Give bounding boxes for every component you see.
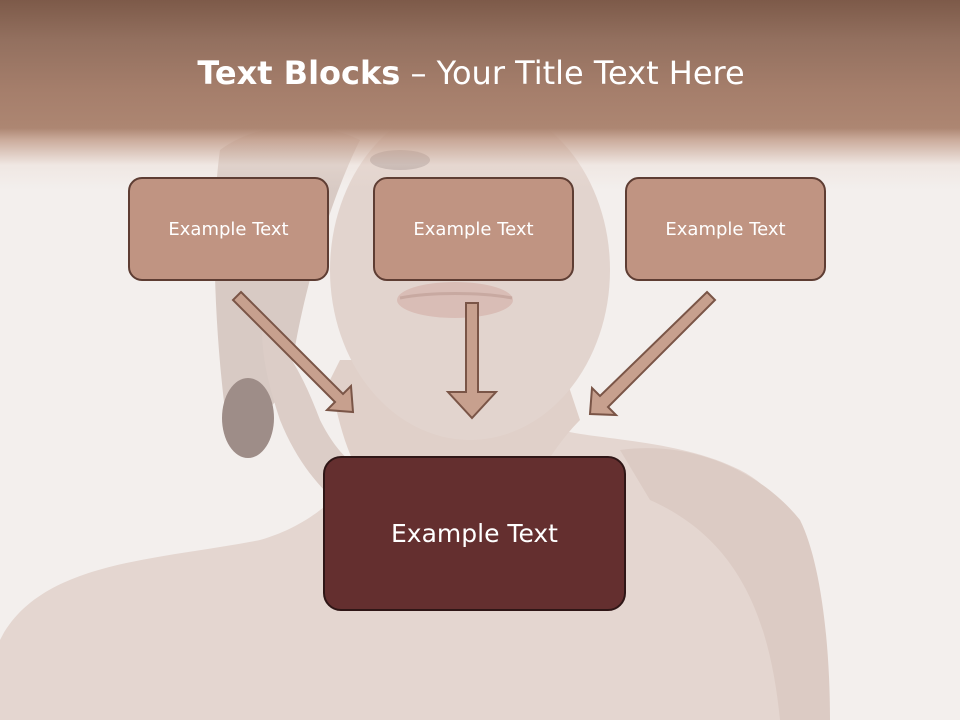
- text-box-left: Example Text: [128, 177, 329, 281]
- center-text-box-label: Example Text: [391, 519, 558, 548]
- text-box-middle-label: Example Text: [413, 218, 534, 240]
- text-box-right: Example Text: [625, 177, 826, 281]
- title-rest: Your Title Text Here: [436, 54, 745, 92]
- text-box-right-label: Example Text: [665, 218, 786, 240]
- center-text-box: Example Text: [323, 456, 626, 611]
- text-box-left-label: Example Text: [168, 218, 289, 240]
- text-box-middle: Example Text: [373, 177, 574, 281]
- title-bold-part: Text Blocks: [197, 54, 401, 92]
- title-dash: –: [400, 54, 437, 92]
- title-band: [0, 0, 960, 190]
- right-arrow: [588, 290, 717, 417]
- left-arrow: [231, 290, 355, 414]
- middle-arrow: [445, 302, 499, 420]
- slide-title: Text Blocks – Your Title Text Here: [0, 54, 942, 92]
